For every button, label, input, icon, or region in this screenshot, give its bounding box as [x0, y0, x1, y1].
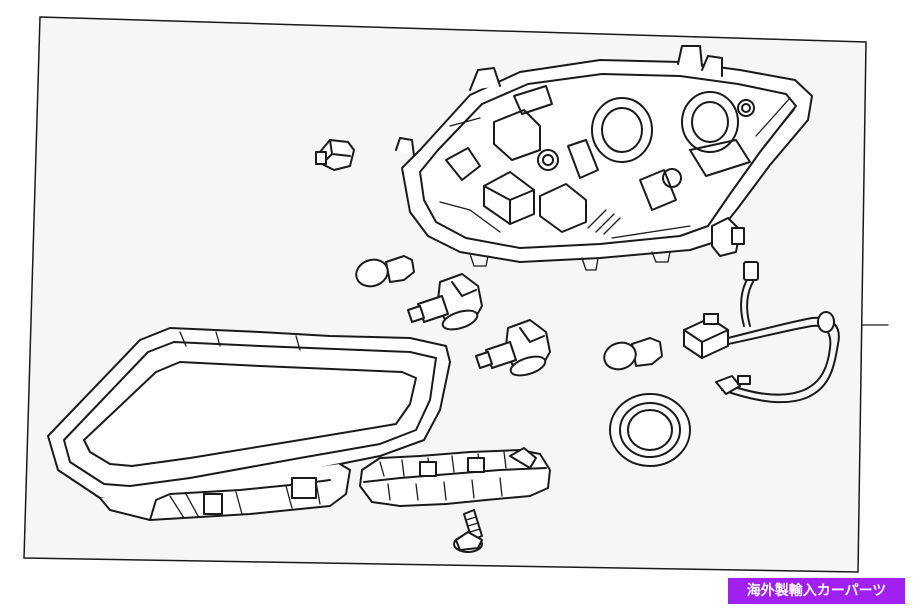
mounting-bracket [359, 447, 551, 507]
turn-signal-bulb-left [355, 255, 415, 288]
headlamp-bulb-center [475, 319, 551, 377]
side-marker-socket [315, 139, 355, 171]
turn-signal-bulb-right [603, 337, 663, 371]
headlamp-housing [395, 45, 813, 271]
headlamp-lens [47, 327, 451, 521]
wiring-harness [683, 261, 840, 404]
dust-cap [609, 393, 691, 467]
screw [453, 509, 483, 553]
shop-badge: 海外製輸入カーパーツ [728, 578, 905, 604]
headlamp-bulb-left [407, 273, 483, 331]
